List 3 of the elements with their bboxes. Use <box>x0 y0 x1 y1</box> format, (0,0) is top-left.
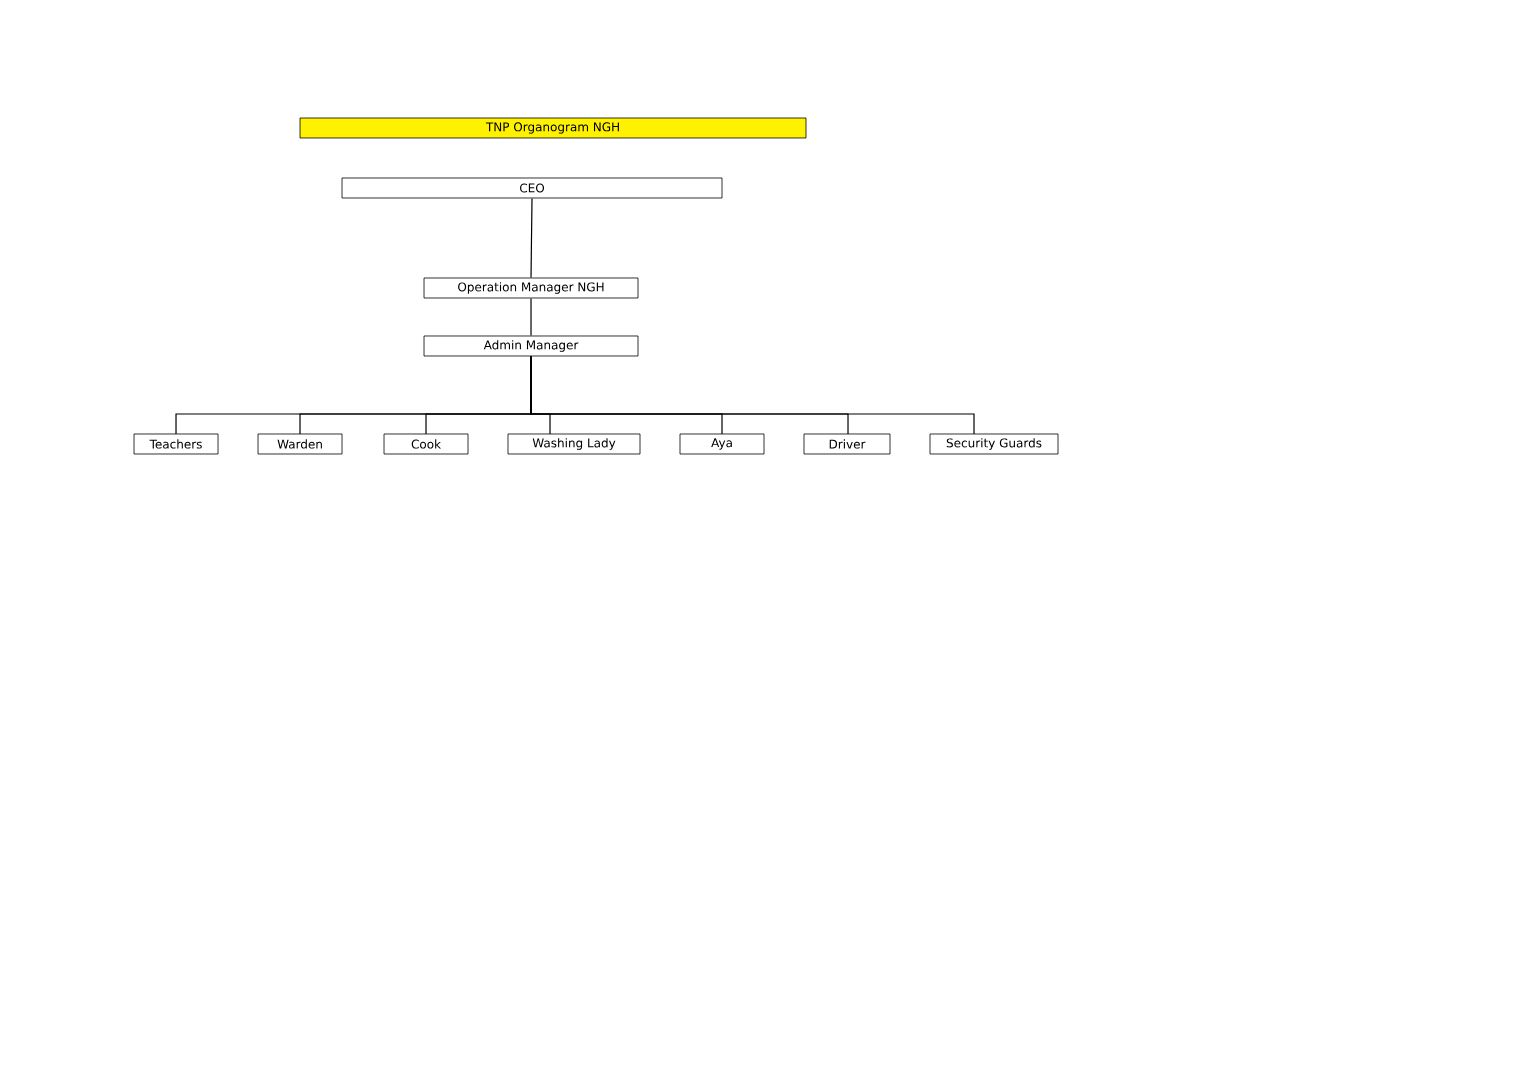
connector-line <box>530 297 532 337</box>
connector-line <box>530 197 533 279</box>
connector-line <box>530 355 975 435</box>
